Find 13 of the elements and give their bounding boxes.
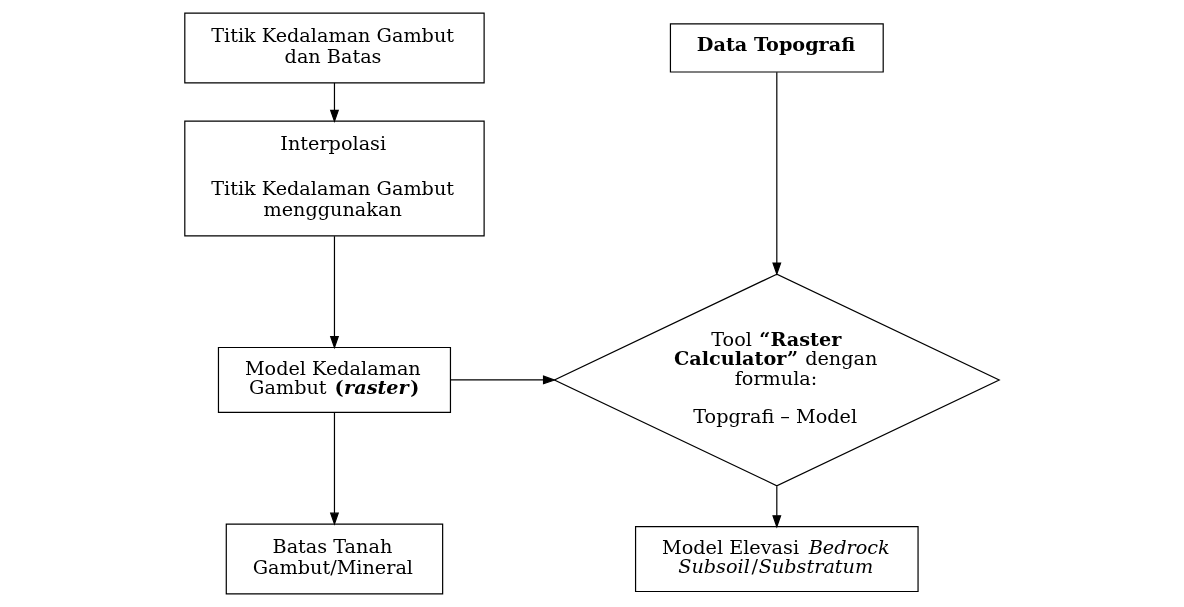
arrow [329,412,340,526]
arrow [772,71,782,276]
node-box: Model Elevasi Bedrock Subsoil/Substratum [634,526,919,593]
node-box: Batas Tanah Gambut/Mineral [225,523,444,595]
arrow [772,485,782,529]
arrow [329,82,340,124]
node-box: Titik Kedalaman Gambut dan Batas [184,12,485,84]
node-box: Model Kedalaman Gambut (raster) [217,346,452,413]
node-box: Interpolasi Titik Kedalaman Gambut menggunakan [184,120,485,237]
arrow [450,375,557,385]
arrow [329,235,340,350]
node-diamond: Tool “Raster Calculator” dengan formula: Topgrafi – Model [553,273,1001,487]
node-box: Data Topografi [669,23,884,73]
